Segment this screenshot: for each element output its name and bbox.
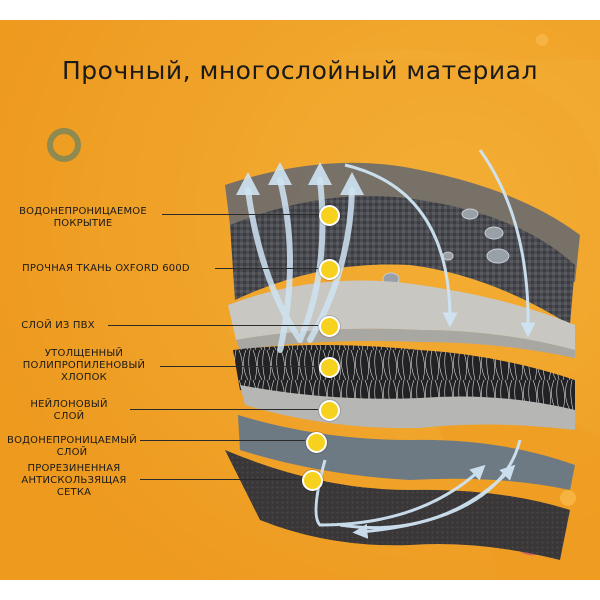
layer-label-nylon: НЕЙЛОНОВЫЙ СЛОЙ — [30, 399, 108, 422]
leader-line-1 — [162, 214, 320, 215]
layer-marker-dot-4 — [319, 357, 340, 378]
layer-label-waterproof-layer: ВОДОНЕПРОНИЦАЕМЫЙ СЛОЙ — [7, 435, 137, 458]
infographic-canvas: Прочный, многослойный материал ВОДОНЕПРО… — [0, 20, 600, 580]
layer-marker-dot-2 — [319, 259, 340, 280]
layer-marker-dot-6 — [306, 432, 327, 453]
layer-label-pvc: СЛОЙ ИЗ ПВХ — [21, 320, 95, 331]
layer-label-cotton: УТОЛЩЕННЫЙ ПОЛИПРОПИЛЕНОВЫЙ ХЛОПОК — [22, 348, 146, 383]
layer-marker-dot-3 — [319, 316, 340, 337]
layer-label-oxford-fabric: ПРОЧНАЯ ТКАНЬ OXFORD 600D — [22, 263, 190, 274]
layer-label-rubber-mesh: ПРОРЕЗИНЕННАЯ АНТИСКОЛЬЗЯЩАЯ СЕТКА — [21, 463, 127, 498]
leader-line-2 — [215, 268, 318, 269]
leader-line-5 — [130, 409, 318, 410]
page-title: Прочный, многослойный материал — [62, 56, 538, 85]
layer-marker-dot-7 — [302, 470, 323, 491]
leader-line-3 — [108, 325, 318, 326]
layers-illustration — [0, 20, 600, 580]
layer-marker-dot-1 — [319, 205, 340, 226]
leader-line-6 — [140, 440, 305, 441]
layer-label-waterproof-coating: ВОДОНЕПРОНИЦАЕМОЕ ПОКРЫТИЕ — [19, 206, 147, 229]
leader-line-4 — [160, 366, 318, 367]
layer-marker-dot-5 — [319, 400, 340, 421]
leader-line-7 — [140, 479, 300, 480]
olive-ring-decoration — [47, 128, 81, 162]
